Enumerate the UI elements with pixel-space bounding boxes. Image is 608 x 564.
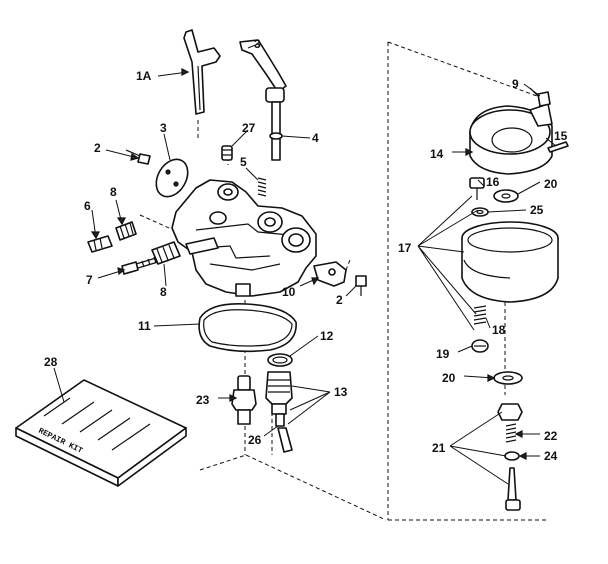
washer-25: [471, 207, 489, 217]
main-jet-body-21: [497, 403, 523, 421]
callout-16: 16: [486, 175, 500, 189]
callout-13: 13: [334, 385, 348, 399]
callout-15: 15: [554, 129, 568, 143]
callout-7: 7: [86, 273, 93, 287]
callout-8-lower: 8: [160, 285, 167, 299]
screw-27: [221, 145, 233, 161]
callout-28: 28: [44, 355, 58, 369]
callout-3: 3: [160, 121, 167, 135]
jet-13: [275, 413, 285, 427]
choke-shaft-4: [239, 39, 287, 161]
callout-20-lower: 20: [442, 371, 456, 385]
spring-8-lower: [151, 241, 181, 265]
spring-8-upper: [115, 221, 137, 241]
callout-27: 27: [242, 121, 256, 135]
choke-plate-3: [155, 158, 189, 198]
callout-18: 18: [492, 323, 506, 337]
washer-20-upper: [493, 189, 519, 203]
throttle-arm-1a: [183, 29, 221, 115]
callout-5: 5: [240, 155, 247, 169]
repair-kit-28: REPAIR KIT: [15, 379, 187, 487]
carburetor-body: [171, 179, 317, 297]
float-bowl-17: [461, 221, 559, 303]
callout-4: 4: [312, 131, 319, 145]
bracket-10: [313, 261, 347, 287]
callout-1a: 1A: [136, 69, 152, 83]
washer-20-lower: [493, 371, 523, 385]
idle-mixture-screw-6: [87, 235, 113, 253]
callout-upper-mark: 3: [254, 37, 261, 51]
spring-5: [257, 177, 267, 197]
screw-16: [469, 177, 485, 200]
callout-2-lower: 2: [336, 293, 343, 307]
o-ring-24: [504, 451, 520, 461]
callout-20-upper: 20: [544, 177, 558, 191]
callout-14: 14: [430, 147, 444, 161]
callout-21: 21: [432, 441, 446, 455]
callout-6: 6: [84, 199, 91, 213]
hinge-pin-15: [547, 141, 569, 153]
callout-8-upper: 8: [110, 185, 117, 199]
bowl-gasket-11: [198, 302, 297, 353]
spring-22: [505, 423, 517, 443]
callout-22: 22: [544, 429, 558, 443]
boundary-guides: [139, 120, 506, 521]
callout-23: 23: [196, 393, 210, 407]
callout-11: 11: [138, 319, 151, 333]
float-pin-26: [277, 427, 293, 453]
bowl-nut-13: [265, 371, 293, 415]
callout-2-upper: 2: [94, 141, 101, 155]
float-14: [469, 103, 553, 175]
screw-2-upper: [125, 149, 151, 165]
callout-25: 25: [530, 203, 544, 217]
screw-2-lower: [355, 275, 367, 296]
drain-plug-19: [471, 339, 489, 353]
bowl-group-boundary: [387, 41, 549, 521]
callout-9: 9: [512, 77, 519, 91]
callout-24: 24: [544, 449, 558, 463]
o-ring-12: [267, 353, 293, 367]
idle-speed-screw-7: [121, 256, 159, 275]
callout-12: 12: [320, 329, 334, 343]
fuel-inlet-23: [231, 375, 257, 425]
callout-19: 19: [436, 347, 450, 361]
arrowheads: [90, 68, 527, 460]
needle-21: [505, 467, 521, 511]
callout-26: 26: [248, 433, 262, 447]
callout-17: 17: [398, 241, 412, 255]
spring-18: [473, 305, 487, 325]
callout-10: 10: [282, 285, 296, 299]
callout-labels: 1A 3 2 3 27 4 5 6 8 7 8 10 2 11 12 13 23…: [44, 37, 568, 463]
